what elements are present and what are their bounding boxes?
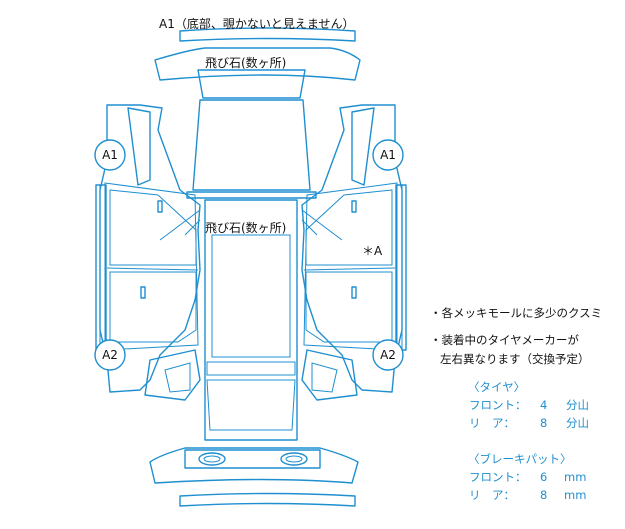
left-side-body (95, 104, 201, 401)
front-left-wheel-bubble (94, 139, 126, 171)
roof-panel (186, 69, 317, 199)
brake-rear-label: リ ア： (469, 488, 515, 502)
right-door-damage-label: ＊A (362, 244, 383, 258)
tire-front-unit: 分山 (566, 398, 589, 412)
note-tire-maker-2: 左右異なります（交換予定） (440, 352, 590, 366)
brake-rear-unit: mm (564, 488, 587, 502)
brake-front-unit: mm (564, 470, 587, 484)
tire-rear-value: 8 (540, 416, 548, 430)
right-side-body (301, 104, 407, 401)
tire-heading: 〈タイヤ〉 (468, 380, 526, 394)
underbody-damage-label: A1（底部、覗かないと見えません） (159, 17, 355, 31)
roof-chips-label: 飛び石(数ヶ所) (205, 56, 287, 70)
front-bumper (154, 27, 361, 81)
tire-rear-unit: 分山 (566, 416, 589, 430)
front-right-wheel-label: A1 (380, 148, 396, 162)
hood-chips-label: 飛び石(数ヶ所) (205, 221, 287, 235)
note-plating-dullness: ・各メッキモールに多少のクスミ (430, 306, 603, 320)
tire-front-label: フロント： (469, 398, 527, 412)
brake-front-label: フロント： (469, 470, 527, 484)
note-tire-maker-1: ・装着中のタイヤメーカーが (430, 333, 579, 347)
brake-front-value: 6 (540, 470, 548, 484)
rear-left-wheel-bubble (94, 339, 126, 371)
tire-rear-label: リ ア： (469, 416, 515, 430)
front-right-wheel-bubble (372, 139, 404, 171)
tire-front-value: 4 (540, 398, 548, 412)
front-left-wheel-label: A1 (102, 148, 118, 162)
rear-left-wheel-label: A2 (102, 348, 118, 362)
brake-rear-value: 8 (540, 488, 548, 502)
rear-right-wheel-label: A2 (380, 348, 396, 362)
rear-right-wheel-bubble (372, 339, 404, 371)
center-column (159, 199, 343, 441)
rear-bumper (149, 447, 359, 507)
brake-heading: 〈ブレーキパット〉 (468, 452, 572, 466)
